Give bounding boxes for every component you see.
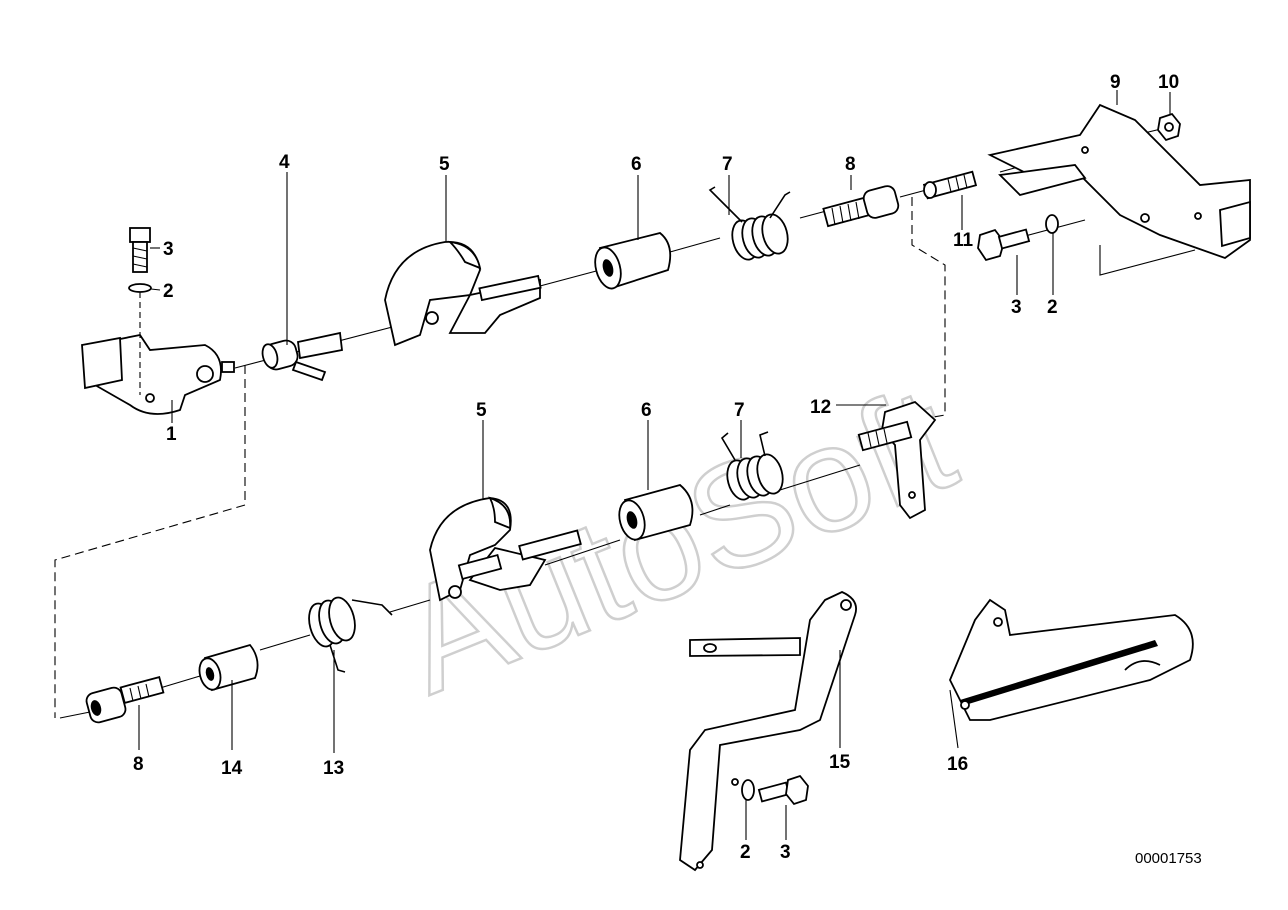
callout-3: 3 <box>163 239 174 260</box>
callout-2: 2 <box>1047 297 1058 318</box>
part-7-spring-upper <box>708 186 791 261</box>
callout-9: 9 <box>1110 72 1121 93</box>
part-6-bushing-lower <box>618 484 694 542</box>
part-5-cam-upper <box>384 240 542 347</box>
callout-10: 10 <box>1158 72 1179 93</box>
callout-13: 13 <box>323 758 344 779</box>
part-11-threaded-pin <box>922 170 978 200</box>
callout-3: 3 <box>1011 297 1022 318</box>
part-12-lever-plate <box>857 400 937 520</box>
part-8-bolt-lower <box>85 675 165 724</box>
callout-14: 14 <box>221 758 243 779</box>
part-15-bracket <box>679 591 857 872</box>
leader-lines <box>138 90 1171 840</box>
part-3-bolt-left <box>129 227 151 273</box>
part-13-spring <box>308 596 393 673</box>
part-3-bolt-lower <box>757 774 809 806</box>
assembly-axis-lines <box>54 127 1196 719</box>
callout-3: 3 <box>780 842 791 863</box>
callout-numbers: 1 2 3 4 5 6 7 8 9 10 11 3 2 12 5 6 7 8 1… <box>133 72 1179 863</box>
part-5-cam-lower <box>429 496 582 602</box>
callout-11: 11 <box>953 230 974 251</box>
callout-7: 7 <box>734 400 745 421</box>
callout-7: 7 <box>722 154 733 175</box>
part-2-washer-lower <box>741 779 755 801</box>
part-2-washer-left <box>128 283 152 395</box>
callout-6: 6 <box>631 154 642 175</box>
callout-1: 1 <box>166 424 177 445</box>
callout-4: 4 <box>279 152 290 173</box>
part-9-support-bracket <box>987 103 1251 260</box>
callout-5: 5 <box>476 400 487 421</box>
part-7-spring-lower <box>720 431 784 501</box>
part-6-bushing-upper <box>594 232 672 290</box>
callout-2: 2 <box>740 842 751 863</box>
part-8-bolt-upper <box>822 185 900 228</box>
part-3-bolt-right <box>977 228 1031 262</box>
part-4-pin <box>261 331 343 382</box>
reference-number: 00001753 <box>1135 850 1202 867</box>
callout-8: 8 <box>845 154 856 175</box>
callout-15: 15 <box>829 752 851 773</box>
callout-6: 6 <box>641 400 652 421</box>
callout-8: 8 <box>133 754 144 775</box>
part-1-bracket <box>81 333 235 415</box>
callout-12: 12 <box>810 397 831 418</box>
part-2-washer-right <box>1045 214 1059 234</box>
callout-2: 2 <box>163 281 174 302</box>
callout-16: 16 <box>947 754 968 775</box>
part-10-nut <box>1157 112 1181 142</box>
part-14-sleeve <box>198 643 259 692</box>
part-16-slotted-plate <box>949 598 1194 721</box>
callout-5: 5 <box>439 154 450 175</box>
